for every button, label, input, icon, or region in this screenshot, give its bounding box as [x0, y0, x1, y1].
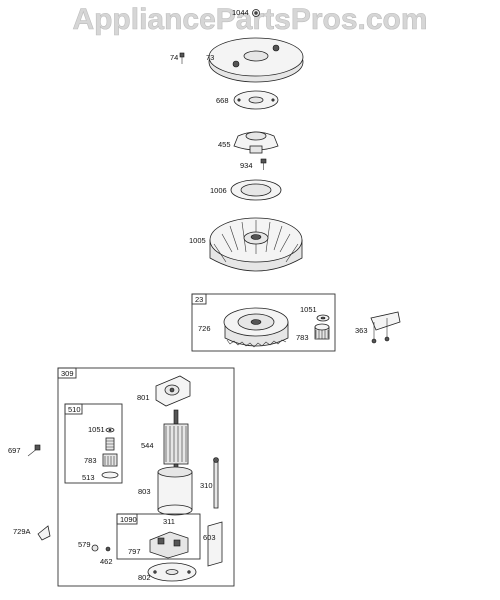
part-513-gear-cup[interactable]	[101, 471, 119, 479]
part-1051-washer-b[interactable]	[105, 427, 115, 433]
callout-311[interactable]: 311	[163, 517, 175, 526]
callout-579[interactable]: 579	[78, 540, 91, 549]
callout-513[interactable]: 513	[82, 473, 95, 482]
part-697-screw[interactable]	[27, 444, 41, 457]
part-726-flywheel[interactable]	[223, 307, 289, 348]
part-462-nut[interactable]	[105, 546, 111, 552]
part-783-gear-a[interactable]	[314, 323, 330, 340]
callout-797[interactable]: 797	[128, 547, 141, 556]
assembly-label-309[interactable]: 309	[61, 369, 74, 378]
part-1051-washer-a[interactable]	[316, 314, 330, 322]
watermark-text: AppliancePartsPros.com	[72, 3, 427, 36]
part-802-end-plate[interactable]	[147, 562, 197, 582]
part-310-bolt[interactable]	[213, 457, 219, 509]
callout-726[interactable]: 726	[198, 324, 211, 333]
part-729A-clip[interactable]	[37, 525, 51, 541]
part-668-screen[interactable]	[233, 90, 279, 110]
assembly-label-1090[interactable]: 1090	[120, 515, 137, 524]
callout-668[interactable]: 668	[216, 96, 229, 105]
callout-801[interactable]: 801	[137, 393, 150, 402]
assembly-box-309	[57, 367, 235, 587]
callout-803[interactable]: 803	[138, 487, 151, 496]
part-783-gear-b[interactable]	[102, 453, 118, 467]
callout-544[interactable]: 544	[141, 441, 154, 450]
part-544-armature[interactable]	[163, 409, 189, 473]
callout-783-a[interactable]: 783	[296, 333, 309, 342]
part-spring-510[interactable]	[105, 437, 115, 451]
callout-1044[interactable]: 1044	[232, 8, 249, 17]
callout-1006[interactable]: 1006	[210, 186, 227, 195]
callout-802[interactable]: 802	[138, 573, 151, 582]
callout-363[interactable]: 363	[355, 326, 368, 335]
part-1044-nut[interactable]	[252, 9, 260, 17]
callout-697[interactable]: 697	[8, 446, 21, 455]
part-934-screw[interactable]	[260, 158, 267, 170]
part-363-bracket[interactable]	[370, 311, 401, 344]
callout-73[interactable]: 73	[206, 53, 214, 62]
callout-1051-a[interactable]: 1051	[300, 305, 317, 314]
assembly-label-23[interactable]: 23	[195, 295, 203, 304]
part-801-end-cap[interactable]	[155, 375, 191, 407]
part-73-starter-cup[interactable]	[208, 37, 304, 83]
part-579-washer[interactable]	[91, 544, 99, 552]
assembly-box-510-tag	[64, 403, 83, 415]
callout-1005[interactable]: 1005	[189, 236, 206, 245]
callout-310[interactable]: 310	[200, 481, 213, 490]
callout-74[interactable]: 74	[170, 53, 178, 62]
assembly-box-1090	[116, 513, 201, 560]
assembly-label-510[interactable]: 510	[68, 405, 81, 414]
part-1006-fan-retainer[interactable]	[230, 179, 282, 201]
callout-603[interactable]: 603	[203, 533, 216, 542]
callout-1051-b[interactable]: 1051	[88, 425, 105, 434]
callout-934[interactable]: 934	[240, 161, 253, 170]
assembly-box-309-tag	[57, 367, 77, 379]
callout-729A[interactable]: 729A	[13, 527, 31, 536]
callout-783-b[interactable]: 783	[84, 456, 97, 465]
callout-455[interactable]: 455	[218, 140, 231, 149]
assembly-box-1090-tag	[116, 513, 138, 525]
assembly-box-510	[64, 403, 123, 484]
callout-462[interactable]: 462	[100, 557, 113, 566]
part-803-housing[interactable]	[157, 466, 193, 516]
assembly-box-23	[191, 293, 336, 352]
part-603-plate[interactable]	[207, 521, 223, 567]
part-455-clutch[interactable]	[233, 131, 279, 154]
part-797-brush-holder[interactable]	[149, 531, 189, 559]
assembly-box-23-tag	[191, 293, 207, 305]
part-1005-fan[interactable]	[209, 217, 303, 272]
part-74-screw[interactable]	[179, 52, 185, 64]
